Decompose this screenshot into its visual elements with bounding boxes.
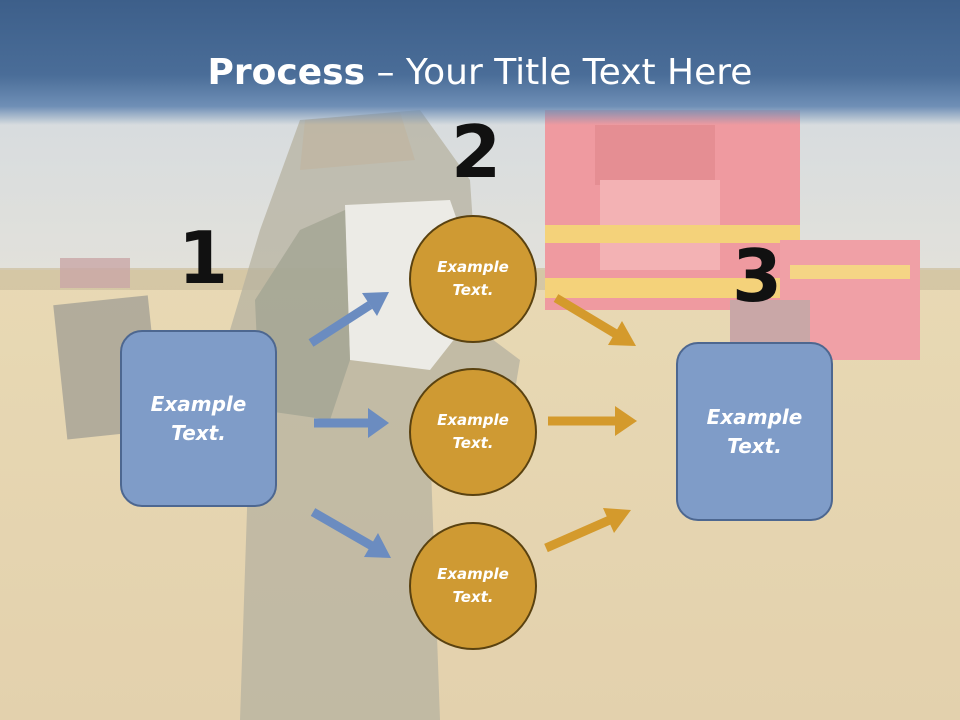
step-1-box: Example Text.	[120, 330, 277, 507]
blue-arrow-down	[310, 508, 391, 558]
title-strong: Process	[207, 52, 366, 93]
step-1-number: 1	[178, 216, 229, 300]
gold-arrow-up	[544, 508, 631, 553]
step-3-text: Example Text.	[706, 404, 803, 458]
blue-arrow-right	[314, 408, 389, 438]
step-2-circle-2: Example Text.	[409, 368, 537, 496]
step-2-circle-1: Example Text.	[409, 215, 537, 343]
step-1-text: Example Text.	[150, 391, 247, 445]
gold-arrow-right	[548, 406, 637, 436]
step-2-circle-3-text: Example Text.	[437, 565, 509, 606]
step-2-number: 2	[451, 110, 502, 194]
step-3-number: 3	[732, 234, 783, 318]
title-band	[0, 0, 960, 125]
slide-title: Process – Your Title Text Here	[0, 52, 960, 93]
blue-arrow-up	[308, 292, 389, 347]
step-2-circle-1-text: Example Text.	[437, 258, 509, 299]
gold-arrow-down	[553, 294, 636, 346]
step-2-circle-3: Example Text.	[409, 522, 537, 650]
step-2-circle-2-text: Example Text.	[437, 411, 509, 452]
step-3-box: Example Text.	[676, 342, 833, 521]
title-rest: – Your Title Text Here	[365, 52, 753, 93]
